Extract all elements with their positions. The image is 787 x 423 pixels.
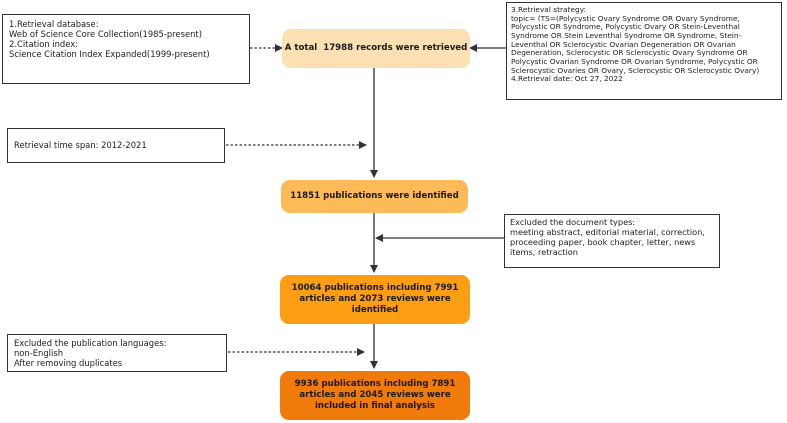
doctype-note: Excluded the document types: meeting abs… bbox=[504, 214, 720, 268]
strategy-note: 3.Retrieval strategy: topic= (TS=(Polycy… bbox=[506, 2, 782, 100]
step-final-analysis: 9936 publications including 7891 article… bbox=[280, 371, 470, 420]
step-records-retrieved: A total 17988 records were retrieved bbox=[282, 29, 470, 68]
database-note-line: 1.Retrieval database: bbox=[9, 19, 99, 29]
database-note-line: Science Citation Index Expanded(1999-pre… bbox=[9, 49, 210, 60]
strategy-note-line: Polycystic OR Syndrome, Polycystic Ovary… bbox=[511, 22, 740, 32]
strategy-note-line: Syndrome OR Stein Leventhal Syndrome OR … bbox=[511, 30, 742, 40]
step-publications-identified-label: 11851 publications were identified bbox=[290, 190, 459, 201]
strategy-note-line: Sclerocystic Ovaries OR Ovary, Sclerocys… bbox=[511, 65, 760, 75]
step-articles-reviews-identified-label: 10064 publications including 7991 articl… bbox=[291, 282, 459, 316]
step-records-retrieved-label: A total 17988 records were retrieved bbox=[284, 42, 468, 53]
step-publications-identified: 11851 publications were identified bbox=[281, 180, 468, 213]
doctype-note-line: items, retraction bbox=[510, 246, 578, 257]
language-note: Excluded the publication languages: non-… bbox=[7, 334, 227, 372]
strategy-note-line: Degeneration, Sclerocystic OR Sclerocyst… bbox=[511, 48, 748, 58]
database-note: 1.Retrieval database: Web of Science Cor… bbox=[2, 14, 250, 84]
language-note-line: After removing duplicates bbox=[14, 358, 123, 369]
step-articles-reviews-identified: 10064 publications including 7991 articl… bbox=[280, 275, 470, 324]
timespan-note-line: Retrieval time span: 2012-2021 bbox=[14, 140, 147, 151]
language-note-line: non-English bbox=[14, 348, 64, 359]
database-note-line: Web of Science Core Collection(1985-pres… bbox=[9, 29, 202, 40]
strategy-note-line: 3.Retrieval strategy: bbox=[511, 5, 587, 14]
timespan-note: Retrieval time span: 2012-2021 bbox=[7, 128, 225, 163]
strategy-note-line: topic= (TS=(Polycystic Ovary Syndrome OR… bbox=[511, 13, 740, 23]
database-note-line: 2.Citation index: bbox=[9, 39, 79, 50]
doctype-note-line: proceeding paper, book chapter, letter, … bbox=[510, 236, 696, 247]
doctype-note-line: Excluded the document types: bbox=[510, 217, 636, 227]
strategy-note-line: Polycystic Ovarian Syndrome OR Ovarian S… bbox=[511, 56, 758, 66]
doctype-note-line: meeting abstract, editorial material, co… bbox=[510, 226, 705, 237]
strategy-note-line: Leventhal OR Sclerocystic Ovarian Degene… bbox=[511, 39, 736, 49]
strategy-note-line: 4.Retrieval date: Oct 27, 2022 bbox=[511, 74, 623, 84]
language-note-line: Excluded the publication languages: bbox=[14, 338, 167, 348]
step-final-analysis-label: 9936 publications including 7891 article… bbox=[294, 378, 456, 412]
